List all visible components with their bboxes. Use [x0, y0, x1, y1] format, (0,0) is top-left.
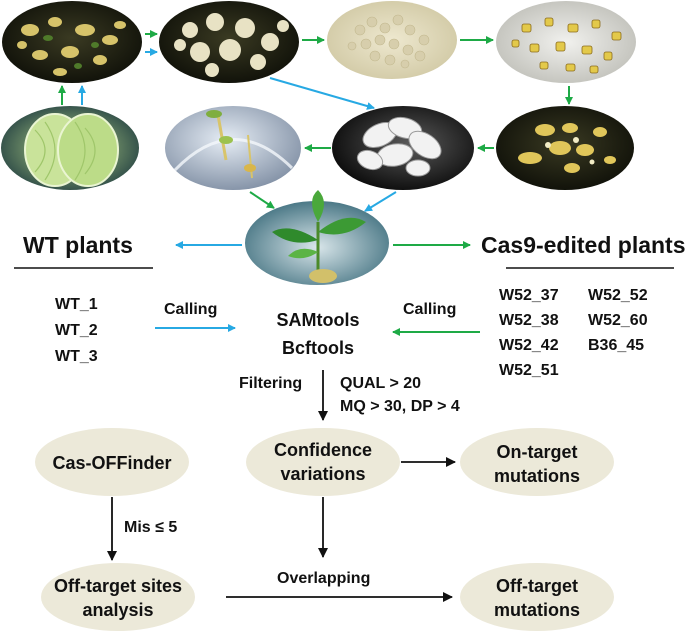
off-sites-node-shape: [41, 563, 195, 631]
off-target-line-1: Off-target: [495, 576, 578, 596]
filtering-criteria-mq-dp: MQ > 30, DP > 4: [340, 398, 460, 415]
arrow-tube-to-seedling: [249, 191, 275, 209]
off-sites-line-1: Off-target sites: [53, 576, 183, 596]
mismatch-label: Mis ≤ 5: [124, 519, 178, 536]
arrow-callus2-to-germination-blue: [269, 77, 375, 110]
on-target-line-1: On-target: [496, 442, 578, 462]
callus-photo-4: [496, 1, 636, 83]
cas-offinder-label: Cas-OFFinder: [52, 453, 172, 473]
cas9-calling-label: Calling: [403, 301, 457, 318]
off-target-line-2: mutations: [493, 600, 581, 621]
somatic-embryo-photo: [496, 106, 634, 190]
confidence-line-2: variations: [280, 464, 366, 485]
on-target-node-shape: [460, 428, 614, 496]
confidence-line-1: Confidence: [273, 440, 373, 460]
off-target-sites-analysis-node: Off-target sites analysis: [54, 574, 182, 623]
bcftools-label: Bcftools: [282, 338, 354, 358]
cas9-sample: W52_42: [499, 337, 559, 354]
photo-flow-arrows: [58, 30, 573, 336]
off-target-mutations-node: Off-target mutations: [494, 574, 580, 623]
cas-offinder-node-shape: [35, 428, 189, 496]
cas9-sample: W52_52: [588, 287, 648, 304]
filtering-criteria-qual: QUAL > 20: [340, 375, 422, 392]
wt-sample: WT_1: [55, 296, 98, 313]
cas9-sample: W52_38: [499, 312, 559, 329]
seed-photo: [1, 106, 139, 190]
callus-photo-3: [327, 1, 457, 79]
samtools-label: SAMtools: [276, 310, 360, 330]
cas9-sample: W52_60: [588, 312, 648, 329]
pipeline-arrows: [107, 370, 456, 602]
cas9-sample: W52_51: [499, 362, 559, 379]
seedling-photo: [245, 190, 389, 285]
off-target-node-shape: [460, 563, 614, 631]
cas9-sample: B36_45: [588, 337, 645, 354]
on-target-line-2: mutations: [493, 466, 581, 487]
wt-sample: WT_2: [55, 322, 98, 339]
embryo-photo: [332, 106, 474, 190]
callus-photo-1: [2, 1, 142, 83]
wt-heading: WT plants: [23, 232, 133, 258]
cas9-sample: W52_37: [499, 287, 559, 304]
arrow-germination-to-seedling-blue: [364, 191, 397, 212]
confidence-variations-node: Confidence variations: [274, 438, 372, 487]
wt-calling-label: Calling: [164, 301, 218, 318]
confidence-node-shape: [246, 428, 400, 496]
on-target-mutations-node: On-target mutations: [494, 440, 580, 489]
wt-sample: WT_3: [55, 348, 98, 365]
off-sites-line-2: analysis: [82, 600, 154, 621]
cas9-heading: Cas9-edited plants: [481, 232, 685, 258]
tube-photo: [165, 106, 301, 190]
overlapping-label: Overlapping: [277, 570, 371, 587]
callus-photo-2: [159, 1, 299, 83]
filtering-label: Filtering: [239, 375, 303, 392]
cas-offinder-node: Cas-OFFinder: [52, 451, 171, 475]
